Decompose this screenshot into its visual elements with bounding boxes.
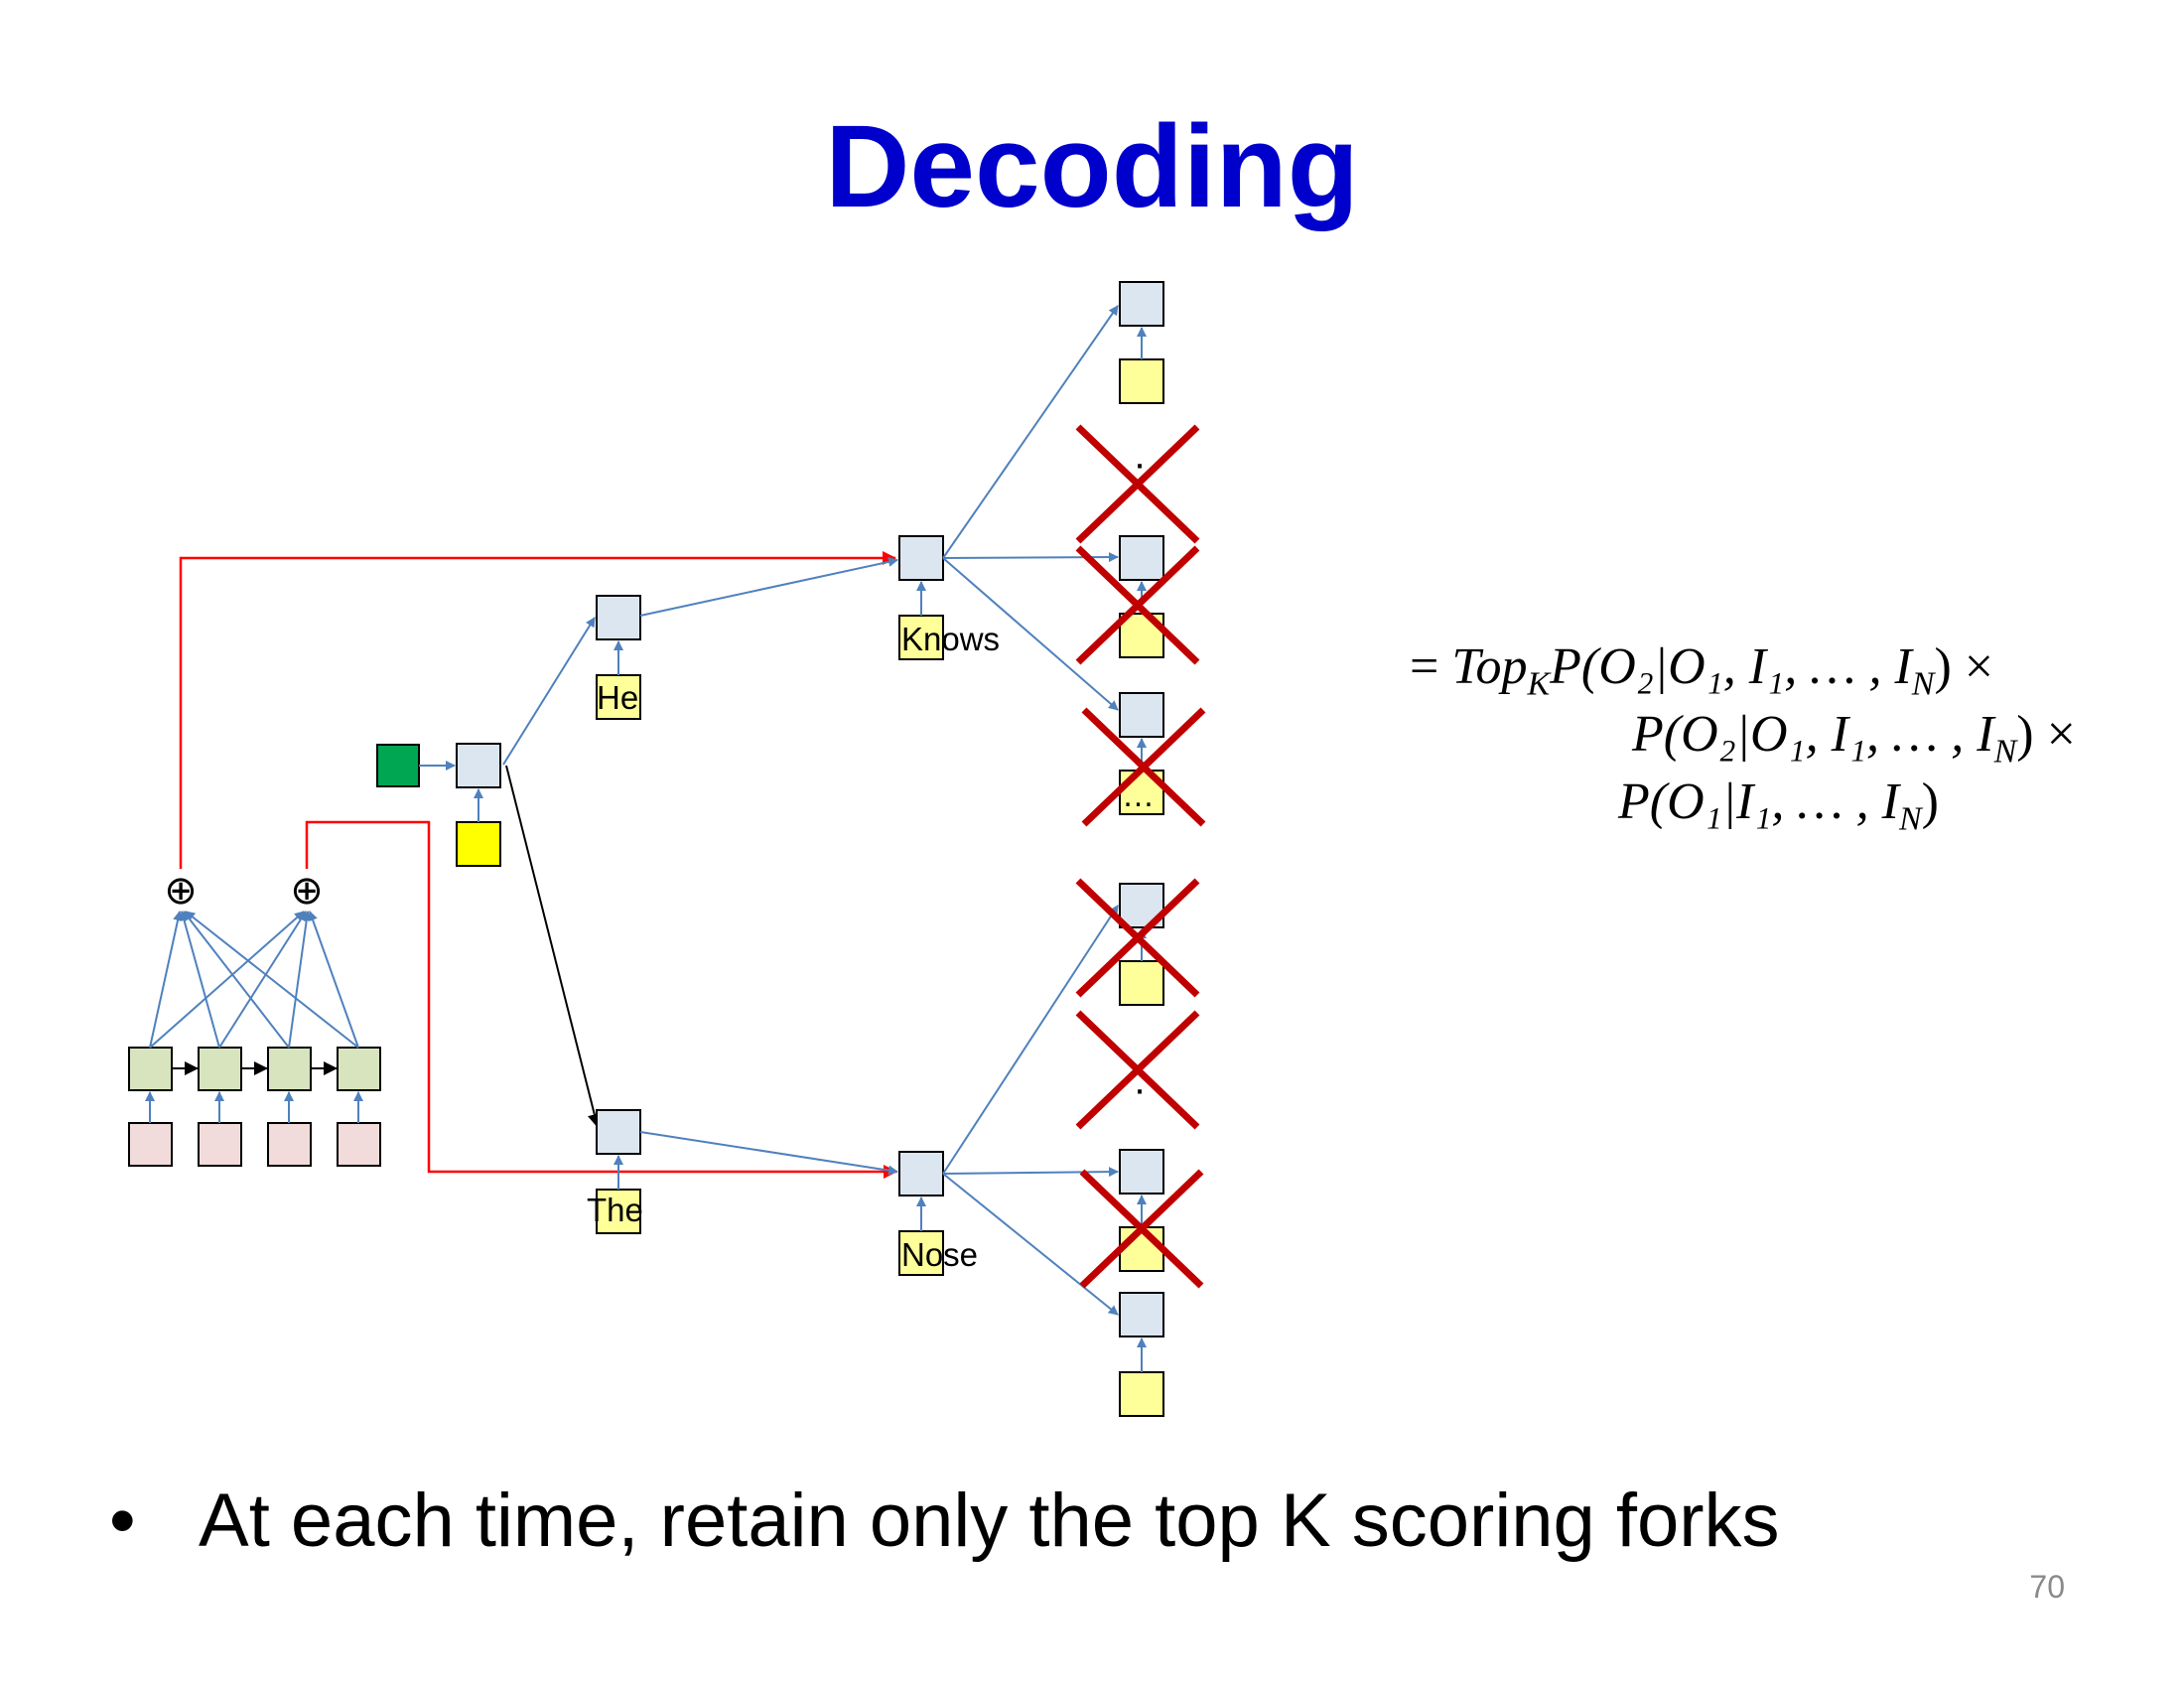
candidate-word bbox=[1119, 1371, 1164, 1417]
page-number: 70 bbox=[2029, 1569, 2065, 1605]
cross-mark bbox=[1075, 878, 1200, 998]
cross-mark bbox=[1075, 424, 1200, 544]
input-box bbox=[128, 1122, 173, 1167]
start-word-box bbox=[456, 821, 501, 867]
candidate-node bbox=[1119, 883, 1164, 928]
oplus-symbol: ⊕ bbox=[164, 868, 198, 914]
formula-times: ) × bbox=[1934, 638, 1994, 695]
encoder-box bbox=[198, 1047, 242, 1091]
bullet-item: • At each time, retain only the top K sco… bbox=[109, 1477, 1780, 1564]
bullet-text: At each time, retain only the top K scor… bbox=[199, 1478, 1780, 1563]
decoder-node-nose bbox=[898, 1151, 944, 1196]
formula-top: Top bbox=[1451, 638, 1528, 695]
candidate-node bbox=[1119, 281, 1164, 327]
encoder-box bbox=[337, 1047, 381, 1091]
formula-line-1: = TopKP(O₂|O₁, I₁, … , IN) × bbox=[1410, 637, 1993, 703]
formula-prob: P(O₂|O₁, I₁, … , I bbox=[1550, 638, 1912, 695]
decoder-node-he bbox=[596, 595, 641, 640]
formula-close: ) bbox=[1921, 774, 1939, 830]
encoder-input-arrows bbox=[145, 1091, 363, 1123]
encoder-inputs bbox=[128, 1122, 381, 1167]
word-nose: Nose bbox=[901, 1236, 978, 1273]
formula-prob: P(O₂|O₁, I₁, … , I bbox=[1632, 706, 1994, 763]
formula-prob: P(O₁|I₁, … , I bbox=[1618, 774, 1899, 830]
sos-token-box bbox=[376, 744, 420, 787]
cross-mark bbox=[1075, 1010, 1200, 1130]
cross-mark bbox=[1079, 1169, 1204, 1289]
formula-sub-n: N bbox=[1911, 665, 1935, 703]
cross-mark bbox=[1075, 545, 1200, 665]
word-he: He bbox=[597, 679, 638, 716]
attention-lines bbox=[149, 911, 359, 1049]
encoder-box bbox=[128, 1047, 173, 1091]
encoder-box bbox=[267, 1047, 312, 1091]
formula-sub-k: K bbox=[1527, 665, 1551, 703]
oplus-symbol: ⊕ bbox=[290, 868, 324, 914]
word-the: The bbox=[587, 1192, 643, 1228]
candidate-word bbox=[1119, 960, 1164, 1006]
cross-mark bbox=[1081, 707, 1206, 827]
input-box bbox=[337, 1122, 381, 1167]
candidate-node bbox=[1119, 692, 1164, 738]
input-box bbox=[267, 1122, 312, 1167]
nose-branches bbox=[942, 905, 1119, 1316]
pruned-crosses bbox=[1075, 424, 1206, 1289]
formula-line-2: P(O₂|O₁, I₁, … , IN) × bbox=[1632, 705, 2076, 771]
formula-sub-n: N bbox=[1898, 800, 1922, 838]
slide-title: Decoding bbox=[825, 101, 1359, 232]
formula-sub-n: N bbox=[1993, 733, 2017, 771]
decoder-node-start bbox=[456, 743, 501, 788]
formula-line-3: P(O₁|I₁, … , IN) bbox=[1618, 773, 1939, 838]
bullet-dot: • bbox=[109, 1478, 136, 1563]
word-box-the bbox=[596, 1189, 641, 1234]
formula-times: ) × bbox=[2016, 706, 2076, 763]
decoder-node-the bbox=[596, 1109, 641, 1155]
formula-equals: = bbox=[1410, 638, 1439, 695]
candidate-node bbox=[1119, 1149, 1164, 1195]
word-box-knows bbox=[898, 615, 944, 660]
decoder-node-knows bbox=[898, 535, 944, 581]
word-box-he bbox=[596, 674, 641, 720]
input-box bbox=[198, 1122, 242, 1167]
candidate-node bbox=[1119, 535, 1164, 581]
candidate-word bbox=[1119, 358, 1164, 404]
candidate-word bbox=[1119, 1226, 1164, 1272]
candidate-node bbox=[1119, 1292, 1164, 1337]
context-red-lines bbox=[179, 551, 897, 1179]
word-knows: Knows bbox=[901, 621, 1000, 657]
